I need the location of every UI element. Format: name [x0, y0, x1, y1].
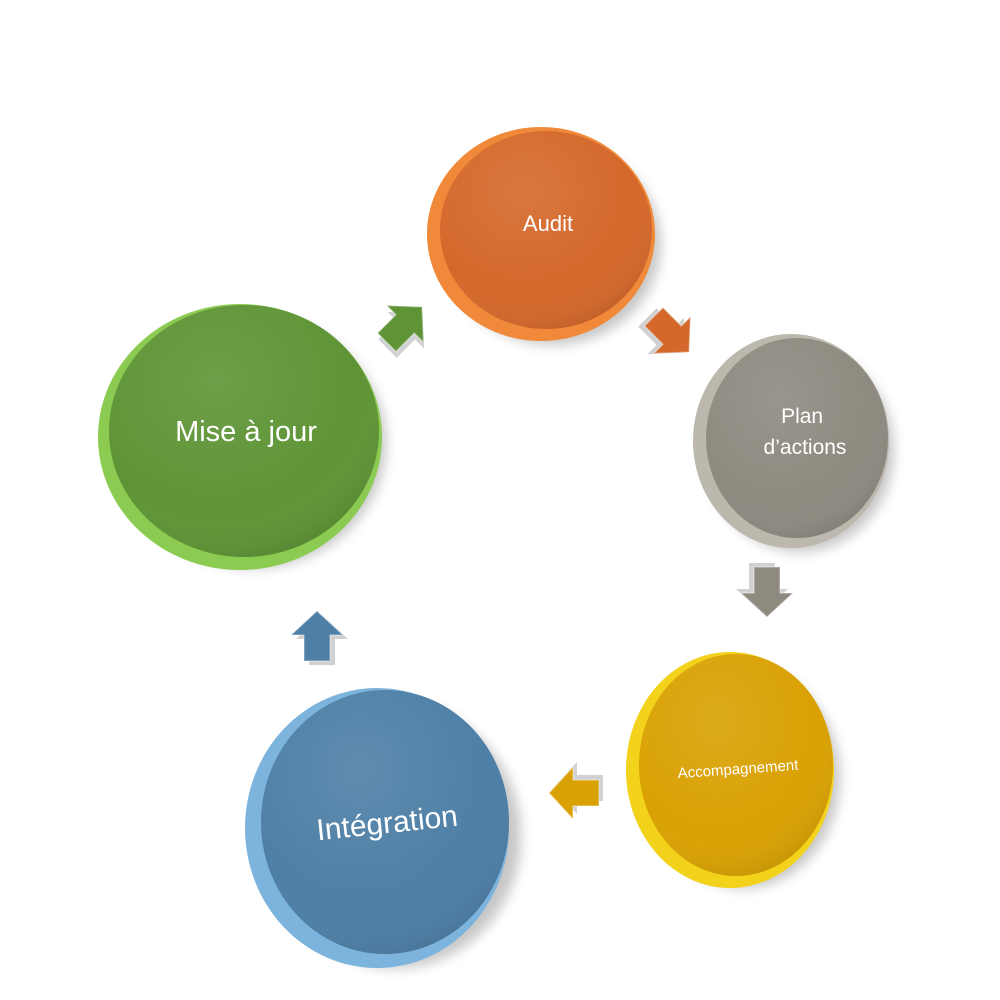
- arrow-audit-to-plan-body: [643, 306, 692, 355]
- node-plan-label-line-1: Plan: [781, 405, 823, 428]
- node-plan-label-line-2: d’actions: [764, 436, 847, 459]
- node-audit: Audit: [427, 127, 661, 345]
- node-accompagnement: Accompagnement: [626, 652, 840, 888]
- node-audit-label: Audit: [523, 211, 573, 236]
- arrow-accompagnement-to-integration: [548, 762, 603, 820]
- node-integration: Intégration: [245, 688, 521, 968]
- arrow-audit-to-plan: [638, 306, 692, 355]
- node-plan: Plan d’actions: [693, 334, 894, 552]
- arrow-plan-to-accompagnement-body: [740, 566, 794, 618]
- node-audit-shine: [440, 131, 652, 329]
- node-integration-shine: [261, 690, 509, 954]
- arrow-mise-a-jour-to-audit-body: [376, 304, 425, 353]
- arrow-accompagnement-to-integration-body: [548, 766, 600, 820]
- node-plan-shine: [706, 338, 888, 538]
- node-mise-a-jour-label-line-1: Mise à jour: [175, 416, 317, 448]
- node-mise-a-jour-label: Mise à jour: [175, 416, 317, 448]
- arrow-integration-to-mise-a-jour: [290, 610, 348, 665]
- node-accompagnement-shine: [639, 654, 833, 876]
- cycle-arrows: [290, 304, 794, 820]
- arrow-mise-a-jour-to-audit: [376, 304, 425, 358]
- node-audit-label-line-1: Audit: [523, 211, 573, 236]
- arrow-integration-to-mise-a-jour-body: [290, 610, 344, 662]
- node-mise-a-jour-shine: [109, 305, 379, 557]
- arrow-plan-to-accompagnement: [736, 563, 794, 618]
- cycle-nodes: Audit Plan d’actions: [98, 127, 894, 968]
- node-plan-label: Plan d’actions: [764, 405, 847, 459]
- node-mise-a-jour: Mise à jour: [98, 304, 386, 570]
